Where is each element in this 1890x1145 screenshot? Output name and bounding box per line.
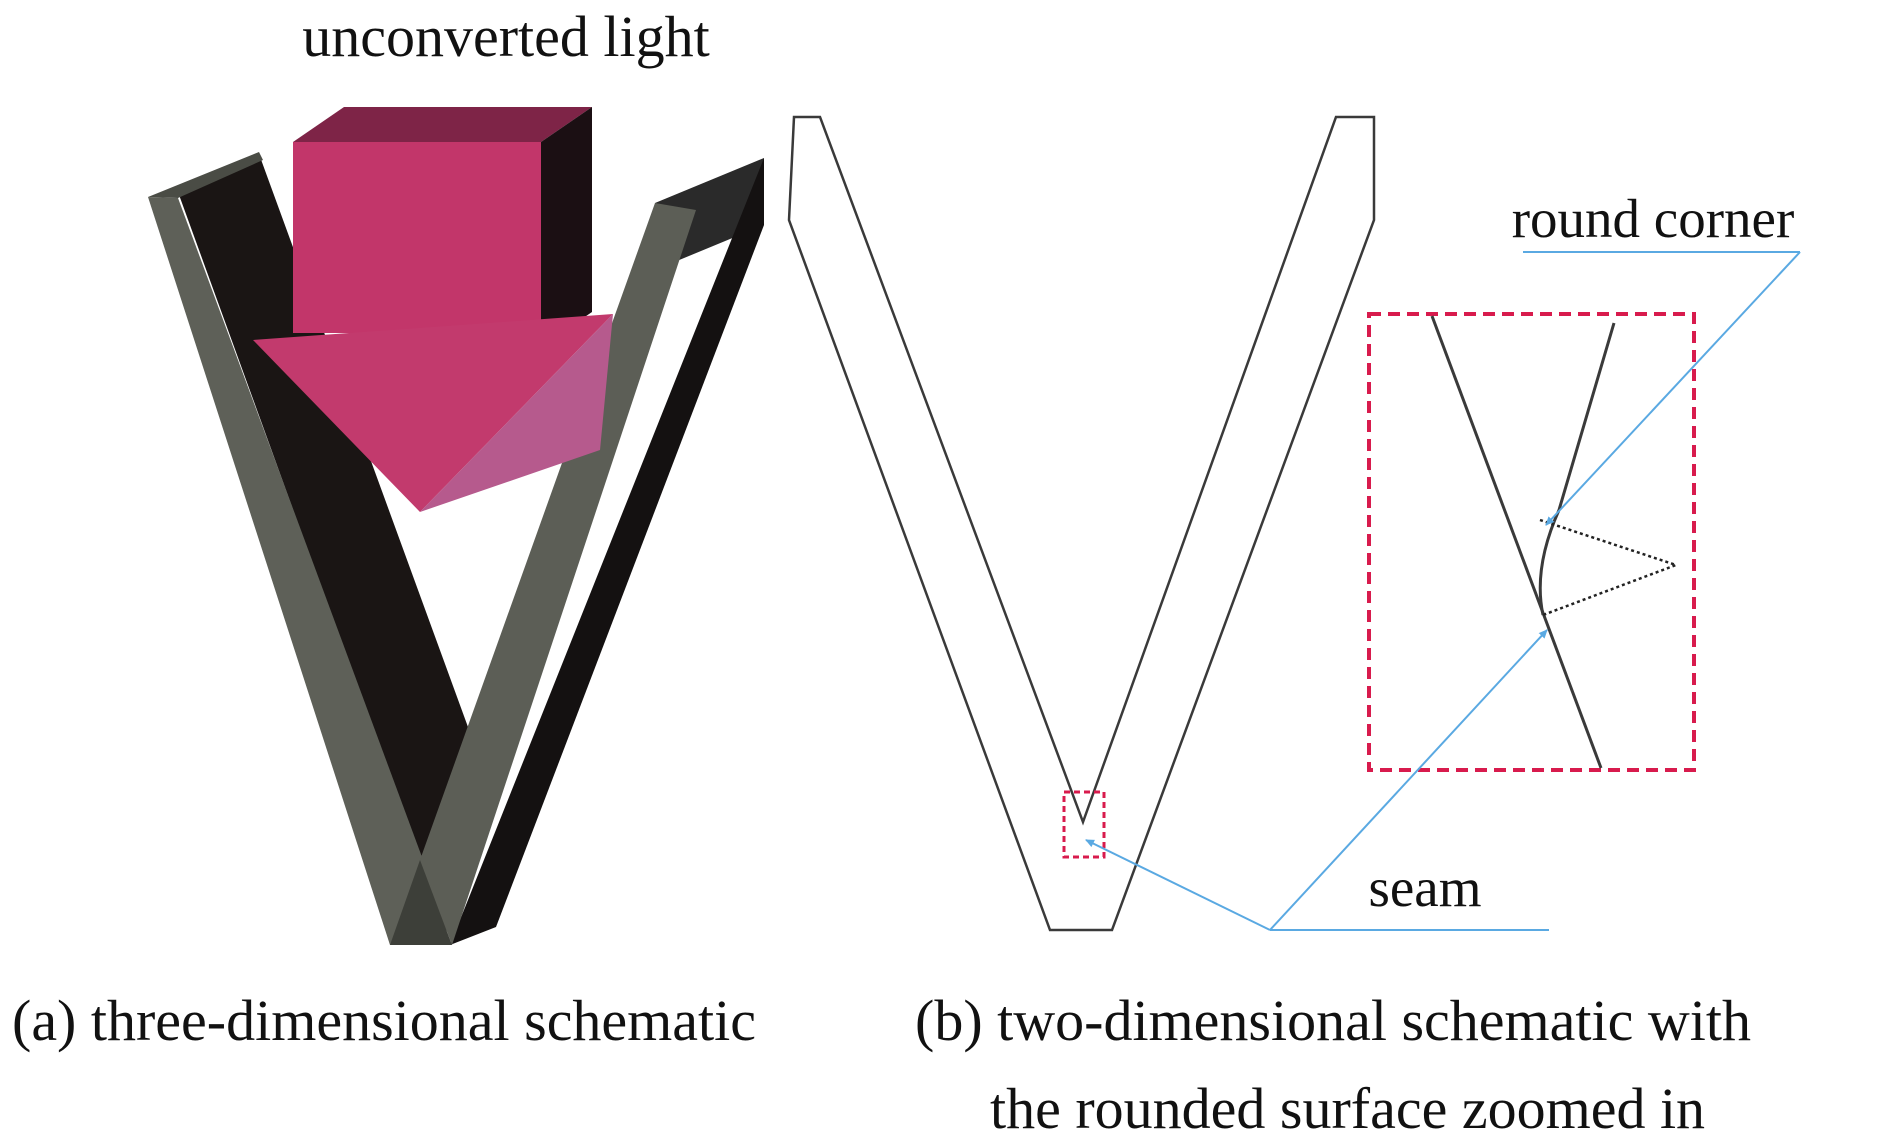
arrow-shaft-front (293, 142, 541, 333)
caption-panel-b-line1: (b) two-dimensional schematic with (915, 988, 1751, 1053)
seam-leader-to-zoom (1269, 629, 1548, 931)
arrow-head-side (420, 314, 613, 512)
arrow-shaft-top (293, 107, 592, 142)
seam-detail-box (1062, 790, 1106, 859)
v-left-arm-inner-face (178, 154, 472, 860)
caption-panel-a: (a) three-dimensional schematic (12, 988, 756, 1053)
panel-a-3d-schematic: unconverted light (148, 4, 764, 945)
caption-panel-b-line2: the rounded surface zoomed in (990, 1076, 1705, 1141)
v-right-arm-front-face (420, 203, 696, 945)
arrow-head-front (253, 314, 613, 512)
zoom-triangle-dotted (1539, 518, 1680, 617)
v-outline-2d (787, 115, 1376, 932)
zoom-left-edge-line (1430, 315, 1603, 769)
v-left-arm-top (148, 152, 263, 198)
round-corner-leader (1545, 251, 1801, 526)
round-corner-label: round corner (1512, 188, 1795, 249)
zoom-rounded-corner-curve (1538, 322, 1616, 616)
unconverted-light-label: unconverted light (302, 4, 710, 69)
seam-label: seam (1368, 857, 1481, 918)
arrow-shaft-side (541, 107, 592, 347)
v-right-arm-outer-face (450, 158, 764, 945)
v-left-arm-front-face (148, 197, 449, 945)
unconverted-light-arrow-icon (253, 107, 613, 512)
zoom-box (1367, 312, 1696, 772)
v-bottom-joint (390, 860, 452, 945)
panel-b-2d-schematic: round corner seam (787, 115, 1801, 932)
seam-leader-to-detail (1085, 839, 1271, 931)
